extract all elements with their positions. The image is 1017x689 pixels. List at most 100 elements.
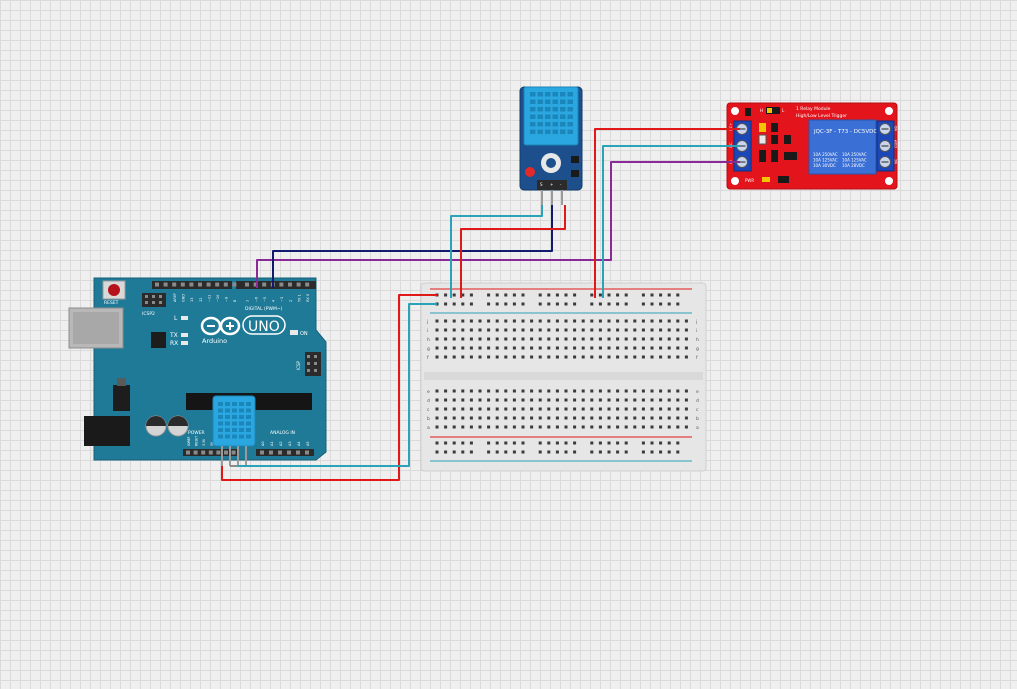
header-pin[interactable] [232, 282, 237, 287]
terminal-hole[interactable] [478, 355, 482, 359]
terminal-hole[interactable] [641, 389, 645, 393]
header-pin[interactable] [163, 282, 168, 287]
rail-hole[interactable] [607, 293, 611, 297]
terminal-hole[interactable] [538, 407, 542, 411]
terminal-hole[interactable] [590, 337, 594, 341]
terminal-hole[interactable] [487, 319, 491, 323]
rail-hole[interactable] [555, 293, 559, 297]
terminal-hole[interactable] [590, 416, 594, 420]
terminal-hole[interactable] [495, 398, 499, 402]
trigger-jumper-cap[interactable] [767, 108, 772, 113]
wire-red-dht-vcc[interactable] [460, 205, 566, 298]
terminal-hole[interactable] [676, 407, 680, 411]
terminal-hole[interactable] [581, 416, 585, 420]
terminal-hole[interactable] [624, 319, 628, 323]
terminal-hole[interactable] [555, 389, 559, 393]
terminal-hole[interactable] [461, 337, 465, 341]
terminal-hole[interactable] [624, 328, 628, 332]
terminal-hole[interactable] [461, 389, 465, 393]
terminal-hole[interactable] [590, 319, 594, 323]
terminal-hole[interactable] [538, 319, 542, 323]
terminal-hole[interactable] [547, 416, 551, 420]
terminal-hole[interactable] [667, 398, 671, 402]
rail-hole[interactable] [607, 450, 611, 454]
icsp-pin[interactable] [314, 362, 317, 365]
rail-hole[interactable] [564, 293, 568, 297]
terminal-hole[interactable] [487, 416, 491, 420]
icsp-pin[interactable] [314, 355, 317, 358]
rail-hole[interactable] [659, 441, 663, 445]
header-pin[interactable] [201, 450, 206, 455]
terminal-hole[interactable] [573, 416, 577, 420]
rail-hole[interactable] [676, 302, 680, 306]
wire-red-relay-vcc[interactable] [594, 128, 740, 298]
terminal-hole[interactable] [521, 328, 525, 332]
terminal-hole[interactable] [495, 416, 499, 420]
terminal-hole[interactable] [521, 416, 525, 420]
icsp-pin[interactable] [152, 295, 155, 298]
terminal-hole[interactable] [504, 328, 508, 332]
terminal-hole[interactable] [555, 346, 559, 350]
terminal-hole[interactable] [504, 389, 508, 393]
rail-hole[interactable] [452, 441, 456, 445]
terminal-hole[interactable] [461, 407, 465, 411]
rail-hole[interactable] [650, 450, 654, 454]
terminal-hole[interactable] [521, 337, 525, 341]
icsp-pin[interactable] [159, 301, 162, 304]
header-pin[interactable] [224, 450, 228, 455]
terminal-hole[interactable] [624, 398, 628, 402]
terminal-hole[interactable] [598, 416, 602, 420]
terminal-hole[interactable] [650, 328, 654, 332]
terminal-hole[interactable] [452, 346, 456, 350]
rail-hole[interactable] [538, 441, 542, 445]
terminal-hole[interactable] [530, 328, 534, 332]
rail-hole[interactable] [573, 293, 577, 297]
terminal-hole[interactable] [512, 389, 516, 393]
terminal-hole[interactable] [495, 337, 499, 341]
terminal-hole[interactable] [573, 398, 577, 402]
terminal-hole[interactable] [478, 407, 482, 411]
terminal-hole[interactable] [616, 416, 620, 420]
terminal-hole[interactable] [573, 319, 577, 323]
terminal-hole[interactable] [667, 425, 671, 429]
rail-hole[interactable] [564, 302, 568, 306]
rail-hole[interactable] [495, 450, 499, 454]
terminal-hole[interactable] [555, 398, 559, 402]
terminal-hole[interactable] [530, 398, 534, 402]
terminal-hole[interactable] [469, 355, 473, 359]
terminal-hole[interactable] [641, 328, 645, 332]
terminal-hole[interactable] [512, 328, 516, 332]
rail-hole[interactable] [547, 450, 551, 454]
terminal-hole[interactable] [590, 355, 594, 359]
terminal-hole[interactable] [469, 337, 473, 341]
terminal-hole[interactable] [633, 346, 637, 350]
terminal-hole[interactable] [521, 398, 525, 402]
rail-hole[interactable] [676, 450, 680, 454]
terminal-hole[interactable] [547, 425, 551, 429]
terminal-hole[interactable] [676, 425, 680, 429]
terminal-hole[interactable] [676, 355, 680, 359]
terminal-hole[interactable] [452, 425, 456, 429]
rail-hole[interactable] [650, 302, 654, 306]
terminal-hole[interactable] [667, 337, 671, 341]
rail-hole[interactable] [616, 441, 620, 445]
terminal-hole[interactable] [469, 319, 473, 323]
terminal-hole[interactable] [512, 355, 516, 359]
terminal-hole[interactable] [538, 398, 542, 402]
header-pin[interactable] [206, 282, 211, 287]
rail-hole[interactable] [512, 450, 516, 454]
terminal-hole[interactable] [633, 355, 637, 359]
terminal-hole[interactable] [607, 355, 611, 359]
terminal-hole[interactable] [461, 355, 465, 359]
terminal-hole[interactable] [633, 389, 637, 393]
terminal-hole[interactable] [452, 319, 456, 323]
rail-hole[interactable] [598, 450, 602, 454]
terminal-hole[interactable] [590, 425, 594, 429]
terminal-hole[interactable] [581, 328, 585, 332]
rail-hole[interactable] [495, 293, 499, 297]
rail-hole[interactable] [598, 293, 602, 297]
terminal-hole[interactable] [624, 425, 628, 429]
header-pin[interactable] [288, 282, 292, 287]
terminal-hole[interactable] [641, 416, 645, 420]
terminal-hole[interactable] [487, 398, 491, 402]
